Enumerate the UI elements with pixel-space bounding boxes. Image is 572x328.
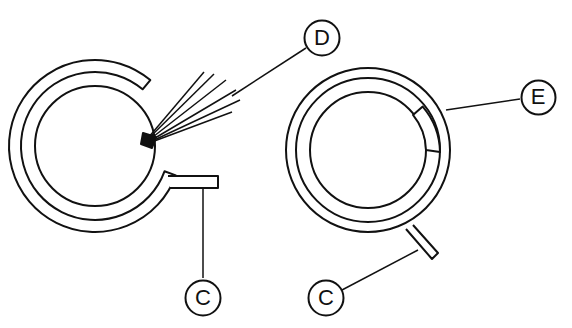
callout-letter: E — [531, 86, 546, 108]
callout-letter: C — [318, 287, 334, 309]
callout-circle: C — [307, 279, 345, 317]
callout-circle: C — [184, 279, 222, 317]
callout-circle: E — [520, 79, 557, 116]
callout-circle: D — [303, 19, 341, 57]
callout-letter: D — [314, 27, 330, 49]
callout-letter: C — [195, 287, 211, 309]
